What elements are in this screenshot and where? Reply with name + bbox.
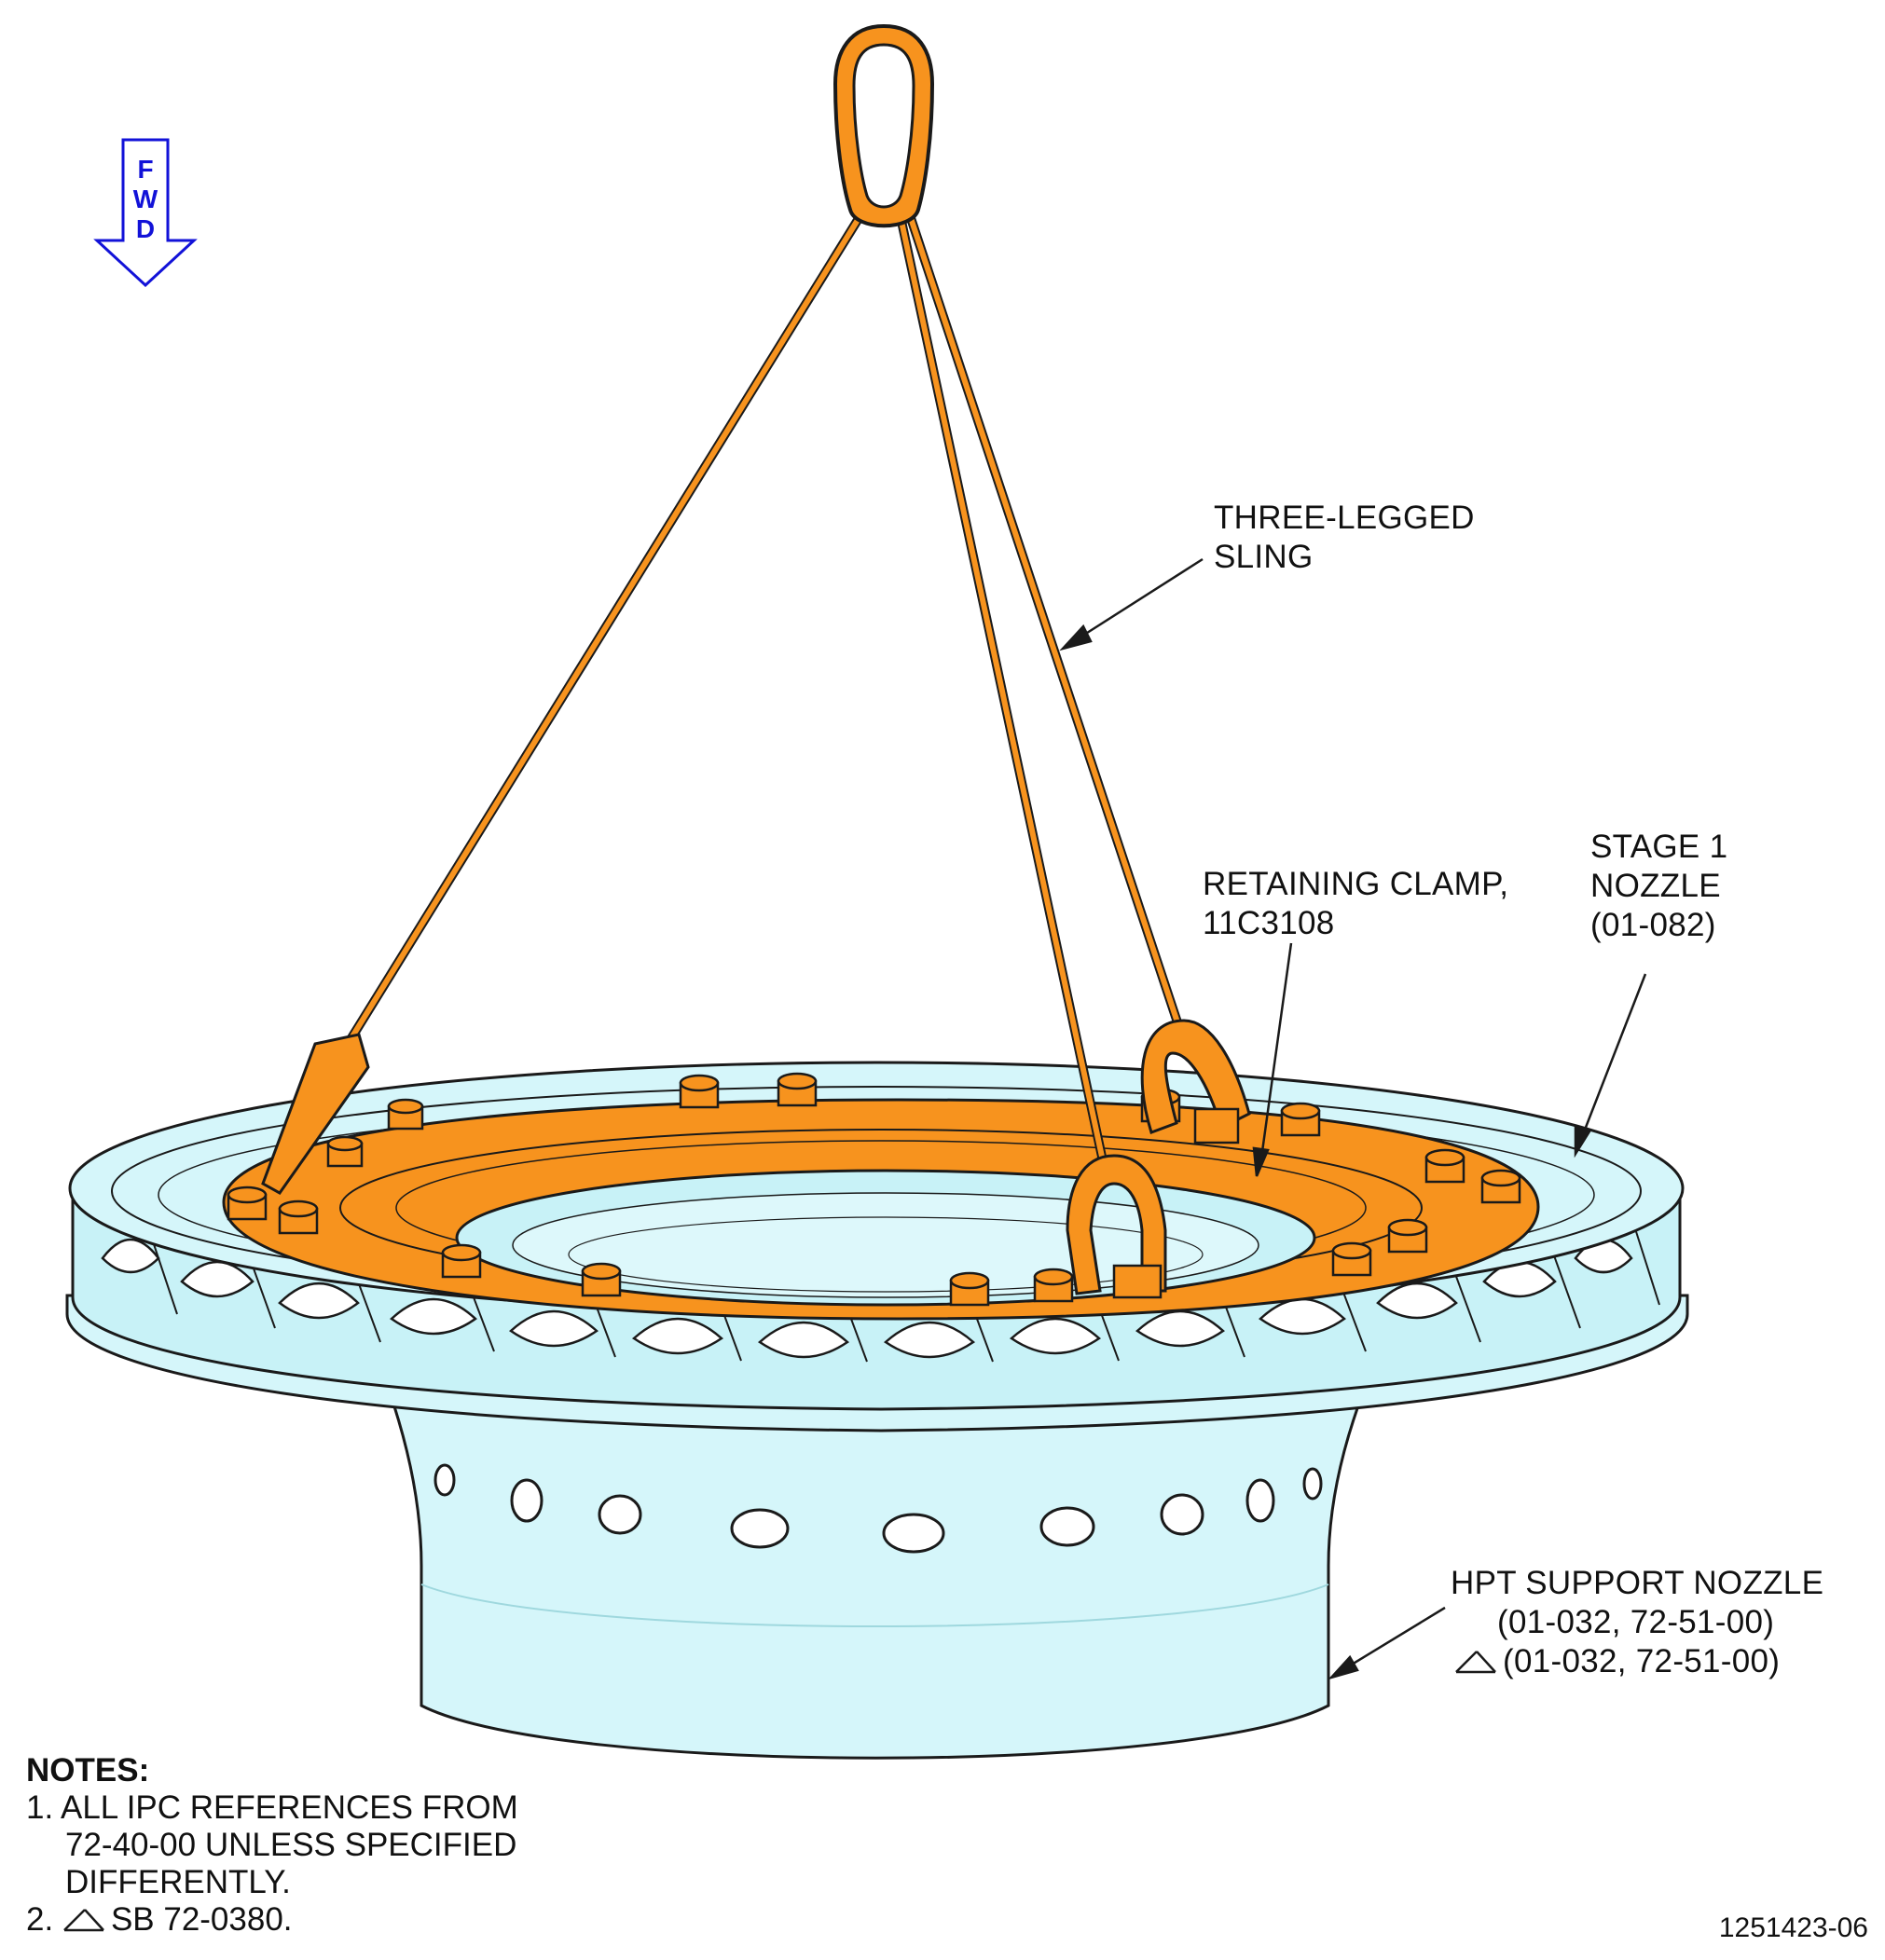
- clamp-callout-line1: RETAINING CLAMP,: [1203, 866, 1509, 902]
- forward-direction-arrow: F W D: [93, 138, 198, 287]
- sling-callout: THREE-LEGGED SLING: [1214, 499, 1475, 577]
- fwd-letter-f: F: [137, 155, 154, 184]
- hpt-callout: HPT SUPPORT NOZZLE (01-032, 72-51-00) (0…: [1451, 1564, 1823, 1681]
- note-1-text-line3: DIFFERENTLY.: [65, 1864, 291, 1900]
- sling-callout-line2: SLING: [1214, 539, 1314, 575]
- fwd-letter-w: W: [132, 185, 158, 213]
- clamp-callout: RETAINING CLAMP, 11C3108: [1203, 865, 1508, 943]
- down-arrow-icon: [93, 138, 198, 287]
- leader-lines: [1059, 557, 1647, 1680]
- note-2-text: SB 72-0380.: [110, 1901, 293, 1938]
- hpt-callout-line3-wrap: (01-032, 72-51-00): [1451, 1642, 1823, 1681]
- note-1-line1: 1. ALL IPC REFERENCES FROM: [26, 1789, 518, 1827]
- hpt-callout-line2: (01-032, 72-51-00): [1497, 1604, 1775, 1640]
- nozzle-callout-line2: NOZZLE: [1590, 868, 1721, 904]
- fwd-letter-d: D: [135, 214, 156, 243]
- clamp-callout-line2: 11C3108: [1203, 905, 1335, 941]
- notes-title: NOTES:: [26, 1752, 150, 1789]
- hpt-callout-line3: (01-032, 72-51-00): [1503, 1643, 1781, 1679]
- note-1-number: 1.: [26, 1789, 54, 1826]
- sling-arrowhead: [1059, 624, 1093, 651]
- note-1-text-line1: ALL IPC REFERENCES FROM: [61, 1789, 518, 1826]
- note-2: 2. SB 72-0380.: [26, 1901, 518, 1939]
- figure-id: 1251423-06: [1718, 1912, 1868, 1943]
- sb-effectivity-triangle-icon: [63, 1909, 104, 1932]
- sling-callout-line1: THREE-LEGGED: [1214, 500, 1475, 536]
- note-1-text-line2: 72-40-00 UNLESS SPECIFIED: [65, 1827, 517, 1863]
- three-legged-sling: [261, 23, 1251, 1299]
- note-2-number: 2.: [26, 1901, 54, 1938]
- nozzle-callout-line1: STAGE 1: [1590, 829, 1728, 865]
- nozzle-arrowhead: [1574, 1124, 1591, 1158]
- hpt-callout-line1: HPT SUPPORT NOZZLE: [1451, 1565, 1824, 1601]
- hpt-arrowhead: [1328, 1654, 1359, 1680]
- clamp-arrowhead: [1252, 1146, 1270, 1177]
- hpt-support-nozzle: [389, 1396, 1364, 1760]
- nozzle-callout: STAGE 1 NOZZLE (01-082): [1590, 828, 1727, 945]
- nozzle-callout-line3: (01-082): [1590, 907, 1716, 943]
- sb-effectivity-triangle-icon: [1455, 1651, 1496, 1674]
- notes-block: NOTES: 1. ALL IPC REFERENCES FROM 72-40-…: [26, 1752, 518, 1939]
